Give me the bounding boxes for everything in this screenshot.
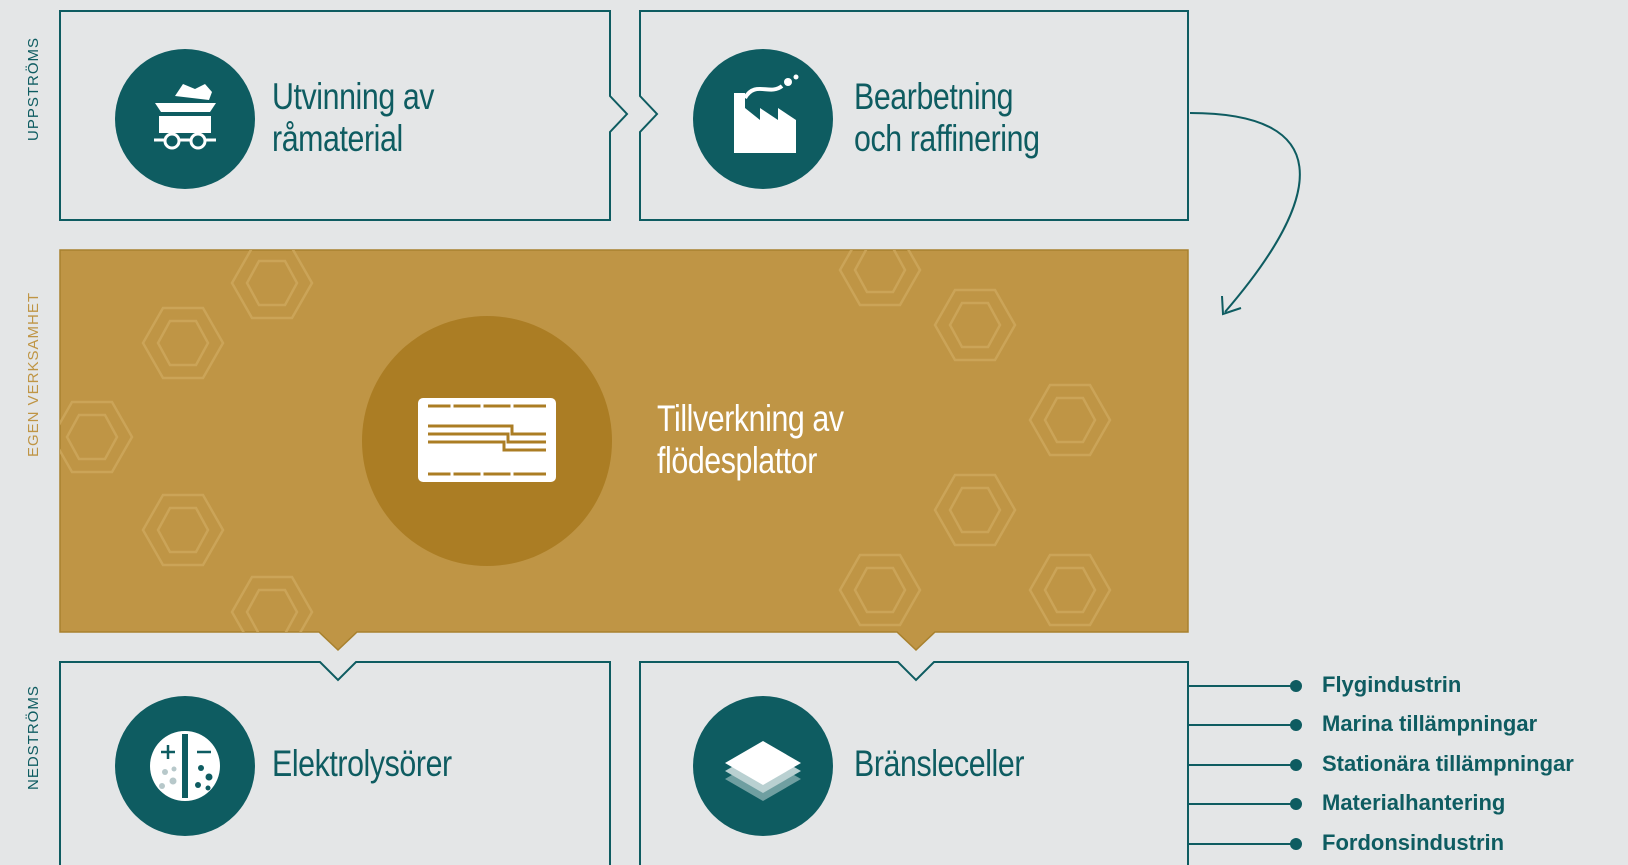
raw-materials-title: Utvinning av råmaterial bbox=[272, 76, 435, 159]
processing-box bbox=[639, 10, 1189, 221]
industry-item: Materialhantering bbox=[1322, 790, 1506, 815]
mine-cart-icon bbox=[115, 49, 255, 189]
fuel-cells-box bbox=[639, 661, 1189, 865]
electrolyzers-title: Elektrolysörer bbox=[272, 743, 452, 784]
flow-plate-icon bbox=[362, 316, 612, 566]
industry-item: Fordonsindustrin bbox=[1322, 830, 1505, 855]
fuel-cells-title: Bränsleceller bbox=[854, 743, 1025, 784]
layers-icon bbox=[693, 696, 833, 836]
industry-item: Stationära tillämpningar bbox=[1322, 751, 1574, 776]
processing-title: Bearbetning och raffinering bbox=[854, 76, 1040, 159]
flow-plates-title: Tillverkning av flödesplattor bbox=[657, 398, 844, 481]
industry-item: Flygindustrin bbox=[1322, 672, 1462, 697]
raw-materials-box bbox=[59, 10, 629, 221]
industry-item: Marina tillämpningar bbox=[1322, 711, 1538, 736]
flow-arrow bbox=[1189, 112, 1301, 313]
electrolyzers-box bbox=[59, 661, 611, 865]
downstream-label: NEDSTRÖMS bbox=[25, 685, 42, 790]
own-operations-label: EGEN VERKSAMHET bbox=[25, 291, 42, 457]
upstream-label: UPPSTRÖMS bbox=[25, 36, 42, 141]
factory-icon bbox=[693, 49, 833, 189]
electrolyzer-icon bbox=[115, 696, 255, 836]
flow-plates-box bbox=[59, 249, 1189, 652]
industry-connectors bbox=[1188, 680, 1302, 850]
arrow-head bbox=[1221, 295, 1242, 316]
